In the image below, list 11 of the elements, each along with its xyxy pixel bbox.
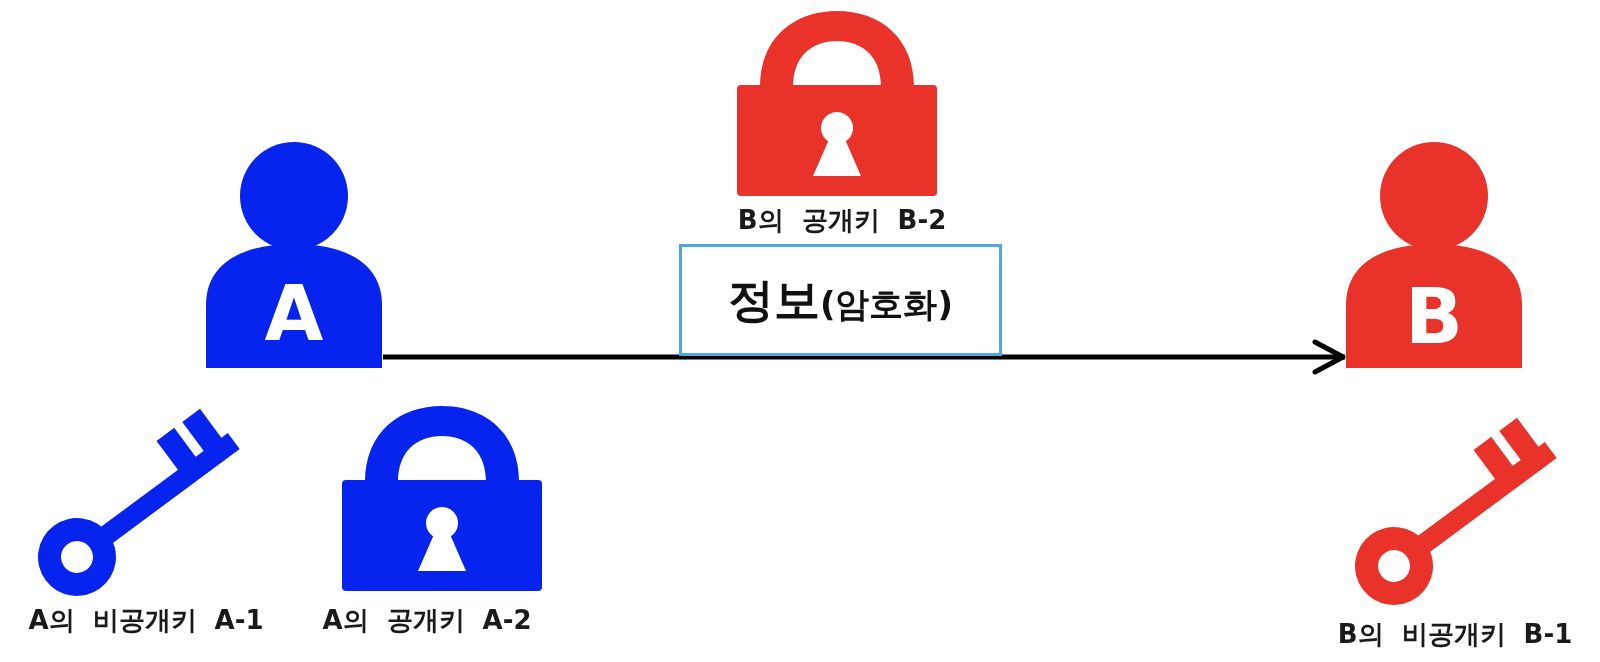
caption: A의 공개키 A-2 bbox=[322, 605, 532, 637]
caption: A의 비공개키 A-1 bbox=[28, 605, 264, 637]
caption: B의 비공개키 B-1 bbox=[1337, 619, 1573, 651]
caption: B의 공개키 B-2 bbox=[737, 205, 947, 237]
person-letter: A bbox=[264, 276, 324, 352]
process-box bbox=[679, 244, 1002, 356]
person-letter: B bbox=[1405, 279, 1463, 355]
person-shape bbox=[1346, 142, 1522, 368]
arrow bbox=[383, 339, 1346, 375]
box-label: 정보(암호화) bbox=[727, 273, 954, 327]
person-shape bbox=[206, 142, 382, 368]
